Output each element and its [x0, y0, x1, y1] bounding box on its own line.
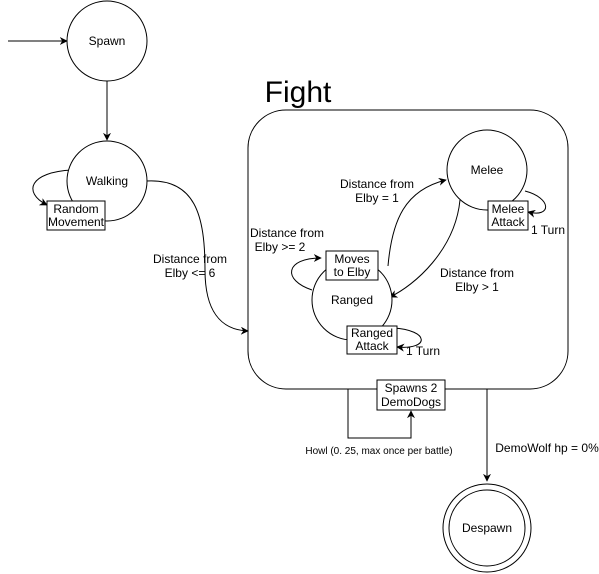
fight-group-title: Fight — [265, 76, 332, 109]
action-spawns-demodogs-line1: Spawns 2 — [385, 381, 438, 395]
howl-loop-arrow — [347, 389, 415, 439]
transition-melee-to-ranged-line2: Elby > 1 — [455, 280, 499, 294]
transition-ranged-self-line1: Distance from — [250, 226, 324, 240]
transition-ranged-self-line2: Elby >= 2 — [255, 240, 306, 254]
melee-to-ranged-arrow — [389, 199, 461, 298]
ranged-attack-loop — [392, 327, 422, 352]
transition-ranged-to-melee-line2: Elby = 1 — [355, 191, 399, 205]
transition-howl-label: Howl (0. 25, max once per battle) — [305, 446, 452, 457]
state-despawn-label: Despawn — [462, 521, 512, 535]
state-spawn — [66, 0, 148, 82]
action-melee-attack-box — [487, 200, 529, 231]
ranged-to-melee-arrow — [387, 177, 447, 267]
action-random-movement-line1: Random — [53, 202, 98, 216]
action-random-movement-line2: Movement — [48, 215, 105, 229]
transition-walking-to-fight-line1: Distance from — [153, 252, 227, 266]
action-melee-attack-line2: Attack — [491, 215, 525, 229]
walking-to-fight-arrow — [145, 180, 249, 335]
state-spawn-label: Spawn — [89, 34, 126, 48]
action-spawns-demodogs-line2: DemoDogs — [381, 395, 441, 409]
action-moves-to-elby-line1: Moves — [334, 252, 369, 266]
state-walking-label: Walking — [86, 174, 128, 188]
state-despawn — [448, 489, 526, 567]
melee-attack-loop — [524, 190, 547, 218]
walking-random-movement-loop — [32, 169, 73, 206]
action-ranged-attack-line1: Ranged — [351, 326, 393, 340]
transition-melee-to-ranged-line1: Distance from — [440, 266, 514, 280]
action-moves-to-elby-line2: to Elby — [334, 265, 371, 279]
ranged-moves-to-elby-loop — [291, 254, 322, 291]
state-melee — [446, 129, 528, 211]
action-ranged-attack-line2: Attack — [355, 339, 389, 353]
transition-melee-turn-label: 1 Turn — [531, 223, 565, 237]
action-ranged-attack-box — [346, 325, 398, 355]
transition-ranged-turn-label: 1 Turn — [406, 344, 440, 358]
action-random-movement-box — [46, 200, 106, 231]
transition-despawn-condition-label: DemoWolf hp = 0% — [495, 441, 599, 455]
action-spawns-demodogs-box — [376, 379, 446, 411]
state-ranged-label: Ranged — [331, 293, 373, 307]
action-melee-attack-line1: Melee — [492, 202, 525, 216]
state-melee-label: Melee — [471, 163, 504, 177]
action-moves-to-elby-box — [325, 250, 379, 281]
transition-walking-to-fight-line2: Elby <= 6 — [165, 266, 216, 280]
transition-ranged-to-melee-line1: Distance from — [340, 177, 414, 191]
